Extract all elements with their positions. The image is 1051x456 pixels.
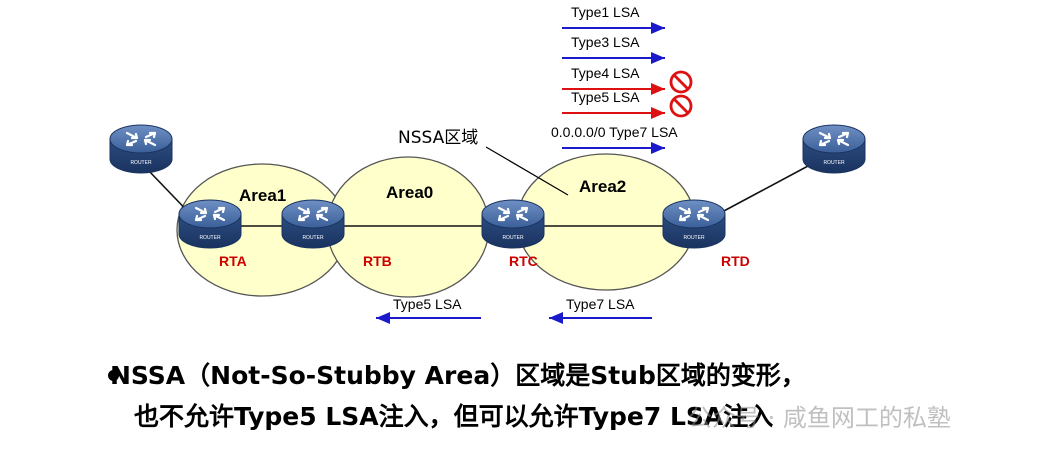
router-icon: ROUTER <box>481 199 545 249</box>
watermark-text: 公众号 · 咸鱼网工的私塾 <box>688 404 951 432</box>
lsa-label: 0.0.0.0/0 Type7 LSA <box>551 124 678 140</box>
caption-bullet <box>108 370 119 381</box>
area0-ellipse <box>326 156 490 298</box>
blocked-icon <box>669 94 693 118</box>
lsa-arrow: Type1 LSA <box>562 4 665 34</box>
router-icon-text: ROUTER <box>823 160 845 166</box>
lsa-arrow: Type4 LSA <box>562 65 693 95</box>
area1-label: Area1 <box>239 186 286 205</box>
link-rtd-top-right <box>721 165 809 213</box>
router-icon-text: ROUTER <box>502 235 524 241</box>
lsa-label: Type5 LSA <box>571 89 640 105</box>
router-icon-text: ROUTER <box>130 160 152 166</box>
lsa-arrow: Type5 LSA <box>562 89 693 119</box>
router-icon: ROUTER <box>281 199 345 249</box>
lsa-label: Type5 LSA <box>393 296 462 312</box>
router-icon-text: ROUTER <box>683 235 705 241</box>
lsa-arrow: 0.0.0.0/0 Type7 LSA <box>551 124 678 154</box>
router-label-rtd: RTD <box>721 253 750 269</box>
router-label-rtb: RTB <box>363 253 392 269</box>
lsa-arrow-bottom: Type5 LSA <box>376 296 481 324</box>
nssa-label: NSSA区域 <box>398 128 478 148</box>
router-icon-text: ROUTER <box>199 235 221 241</box>
lsa-label: Type7 LSA <box>566 296 635 312</box>
nssa-diagram: Area1 Area0 Area2 ROUTER ROUTER ROUTER ROUT… <box>109 4 866 324</box>
router-label-rtc: RTC <box>509 253 538 269</box>
caption-line-2: 也不允许Type5 LSA注入，但可以允许Type7 LSA注入 <box>134 402 774 431</box>
lsa-arrow-bottom: Type7 LSA <box>549 296 652 324</box>
router-icon: ROUTER <box>178 199 242 249</box>
nssa-pointer-line <box>485 146 569 196</box>
lsa-arrow: Type3 LSA <box>562 34 665 64</box>
lsa-label: Type1 LSA <box>571 4 640 20</box>
router-icon: ROUTER <box>662 199 726 249</box>
lsa-label: Type4 LSA <box>571 65 640 81</box>
area2-label: Area2 <box>579 177 626 196</box>
router-icon: ROUTER <box>802 124 866 174</box>
router-icon-text: ROUTER <box>302 235 324 241</box>
lsa-label: Type3 LSA <box>571 34 640 50</box>
blocked-icon <box>669 70 693 94</box>
caption-line-1: NSSA（Not-So-Stubby Area）区域是Stub区域的变形， <box>110 361 806 390</box>
router-icon: ROUTER <box>109 124 173 174</box>
router-label-rta: RTA <box>219 253 247 269</box>
area0-label: Area0 <box>386 183 433 202</box>
